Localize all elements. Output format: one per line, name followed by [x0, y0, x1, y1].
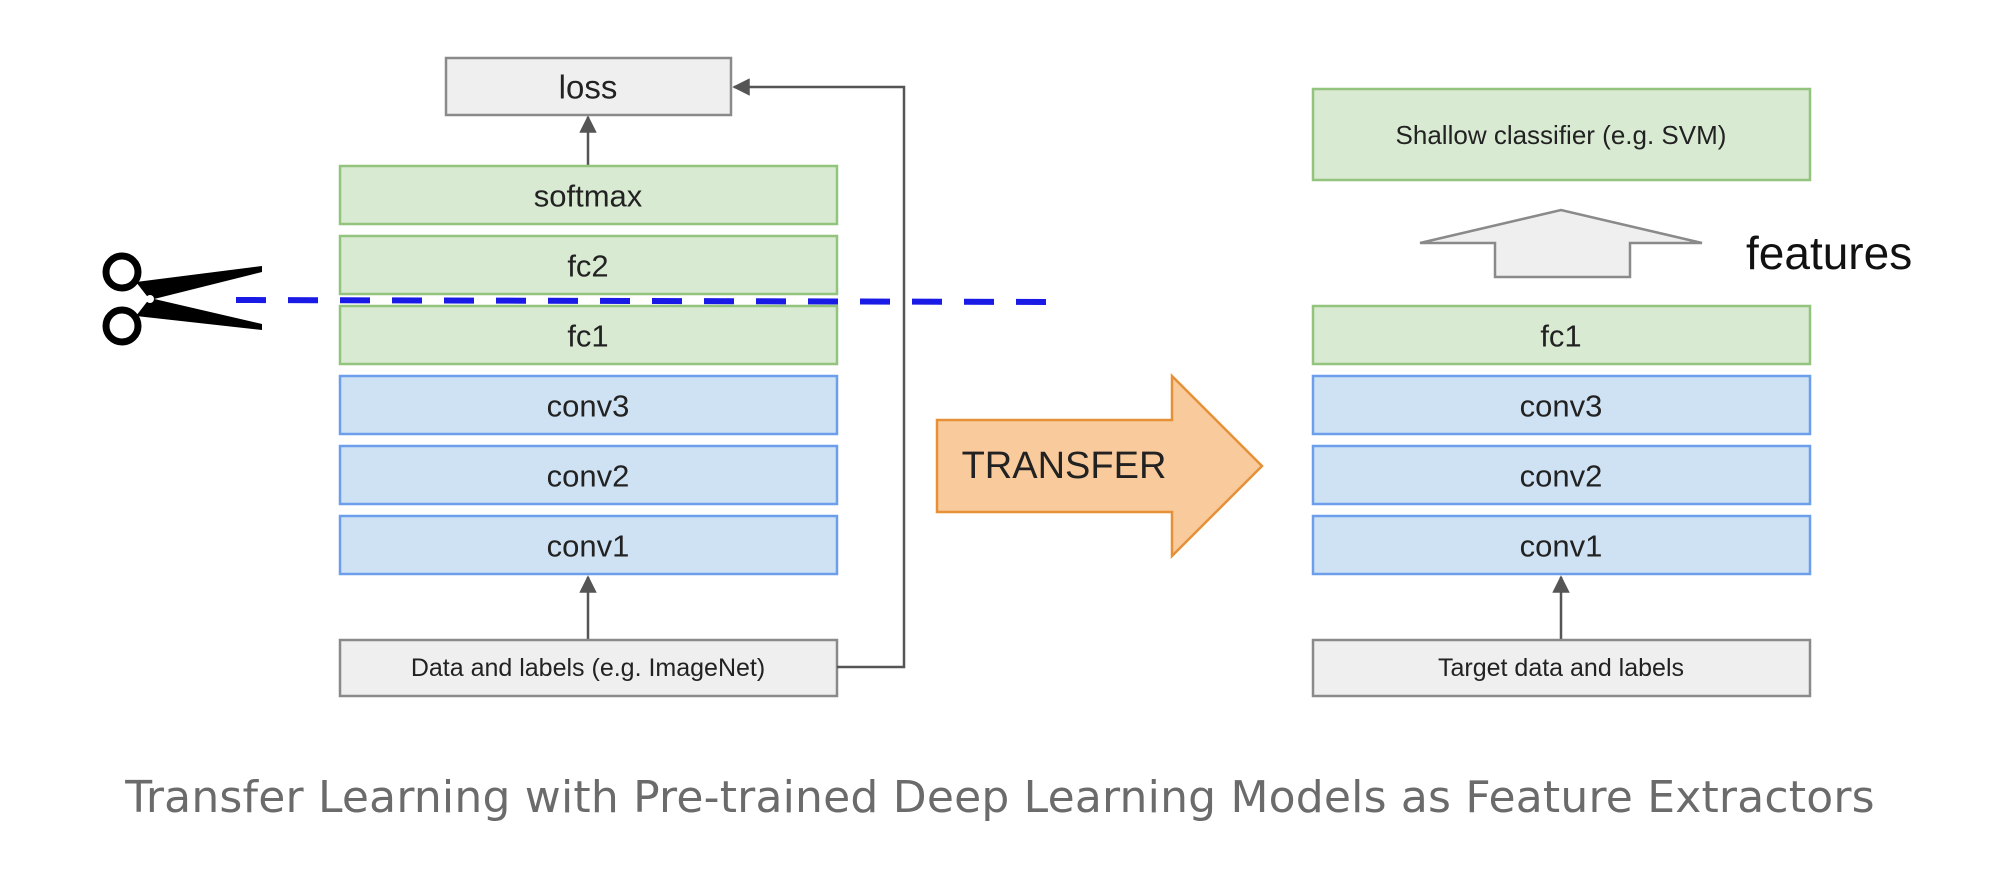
training-data-label: Data and labels (e.g. ImageNet) — [411, 654, 765, 682]
transfer-arrow-icon: TRANSFER — [935, 372, 1264, 560]
loss-label: loss — [559, 69, 618, 106]
fc2-label: fc2 — [567, 249, 608, 284]
features-label: features — [1746, 227, 1912, 279]
conv1-layer: conv1 — [338, 514, 839, 576]
conv3-layer: conv3 — [338, 374, 839, 436]
fc2-layer: fc2 — [338, 234, 839, 296]
right-conv3-label: conv3 — [1520, 389, 1603, 424]
right-conv2-label: conv2 — [1520, 459, 1603, 494]
conv3-label: conv3 — [547, 389, 630, 424]
shallow-classifier-label: Shallow classifier (e.g. SVM) — [1396, 120, 1727, 150]
right-conv2-layer: conv2 — [1311, 444, 1812, 506]
left-stack: loss softmax fc2 fc1 conv3 conv2 — [338, 56, 906, 698]
training-data-box: Data and labels (e.g. ImageNet) — [338, 638, 839, 698]
scissors-icon — [102, 252, 262, 346]
conv1-label: conv1 — [547, 529, 630, 564]
softmax-label: softmax — [534, 179, 643, 214]
right-conv1-label: conv1 — [1520, 529, 1603, 564]
loss-box: loss — [444, 56, 733, 117]
transfer-label: TRANSFER — [962, 445, 1167, 487]
right-stack: Shallow classifier (e.g. SVM) features f… — [1311, 87, 1912, 698]
target-data-box: Target data and labels — [1311, 638, 1812, 698]
labels-to-loss-arrow — [732, 78, 906, 669]
target-data-label: Target data and labels — [1438, 654, 1684, 682]
right-fc1-layer: fc1 — [1311, 304, 1812, 366]
fc1-label: fc1 — [567, 319, 608, 354]
right-conv3-layer: conv3 — [1311, 374, 1812, 436]
right-fc1-label: fc1 — [1540, 319, 1581, 354]
fc1-layer: fc1 — [338, 304, 839, 366]
cut-line — [235, 297, 1051, 305]
figure-caption: Transfer Learning with Pre-trained Deep … — [125, 772, 1875, 823]
conv2-label: conv2 — [547, 459, 630, 494]
softmax-layer: softmax — [338, 164, 839, 226]
shallow-classifier-box: Shallow classifier (e.g. SVM) — [1311, 87, 1812, 182]
conv2-layer: conv2 — [338, 444, 839, 506]
right-conv1-layer: conv1 — [1311, 514, 1812, 576]
features-arrow-icon — [1419, 208, 1703, 279]
